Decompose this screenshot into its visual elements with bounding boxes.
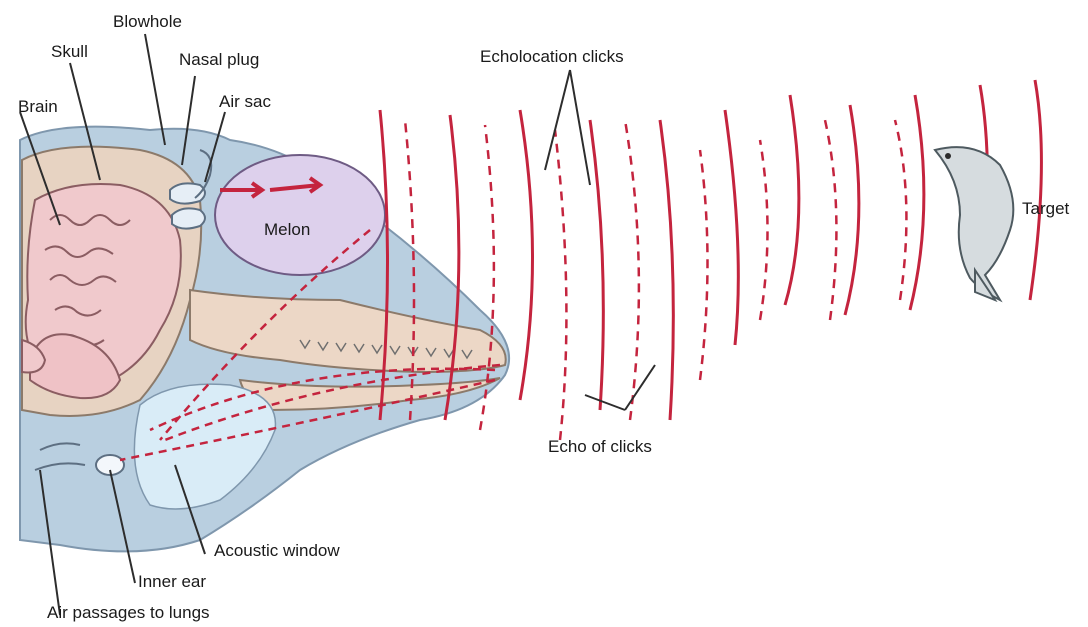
target-fish [935, 147, 1013, 300]
label-echolocation-clicks: Echolocation clicks [480, 48, 624, 65]
label-air-passages: Air passages to lungs [47, 604, 210, 621]
label-skull: Skull [51, 43, 88, 60]
label-air-sac: Air sac [219, 93, 271, 110]
label-blowhole: Blowhole [113, 13, 182, 30]
label-brain: Brain [18, 98, 58, 115]
label-melon: Melon [264, 221, 310, 238]
label-target: Target [1022, 200, 1069, 217]
label-inner-ear: Inner ear [138, 573, 206, 590]
label-nasal-plug: Nasal plug [179, 51, 259, 68]
label-acoustic-window: Acoustic window [214, 542, 340, 559]
melon-shape [215, 155, 385, 275]
label-echo-of-clicks: Echo of clicks [548, 438, 652, 455]
